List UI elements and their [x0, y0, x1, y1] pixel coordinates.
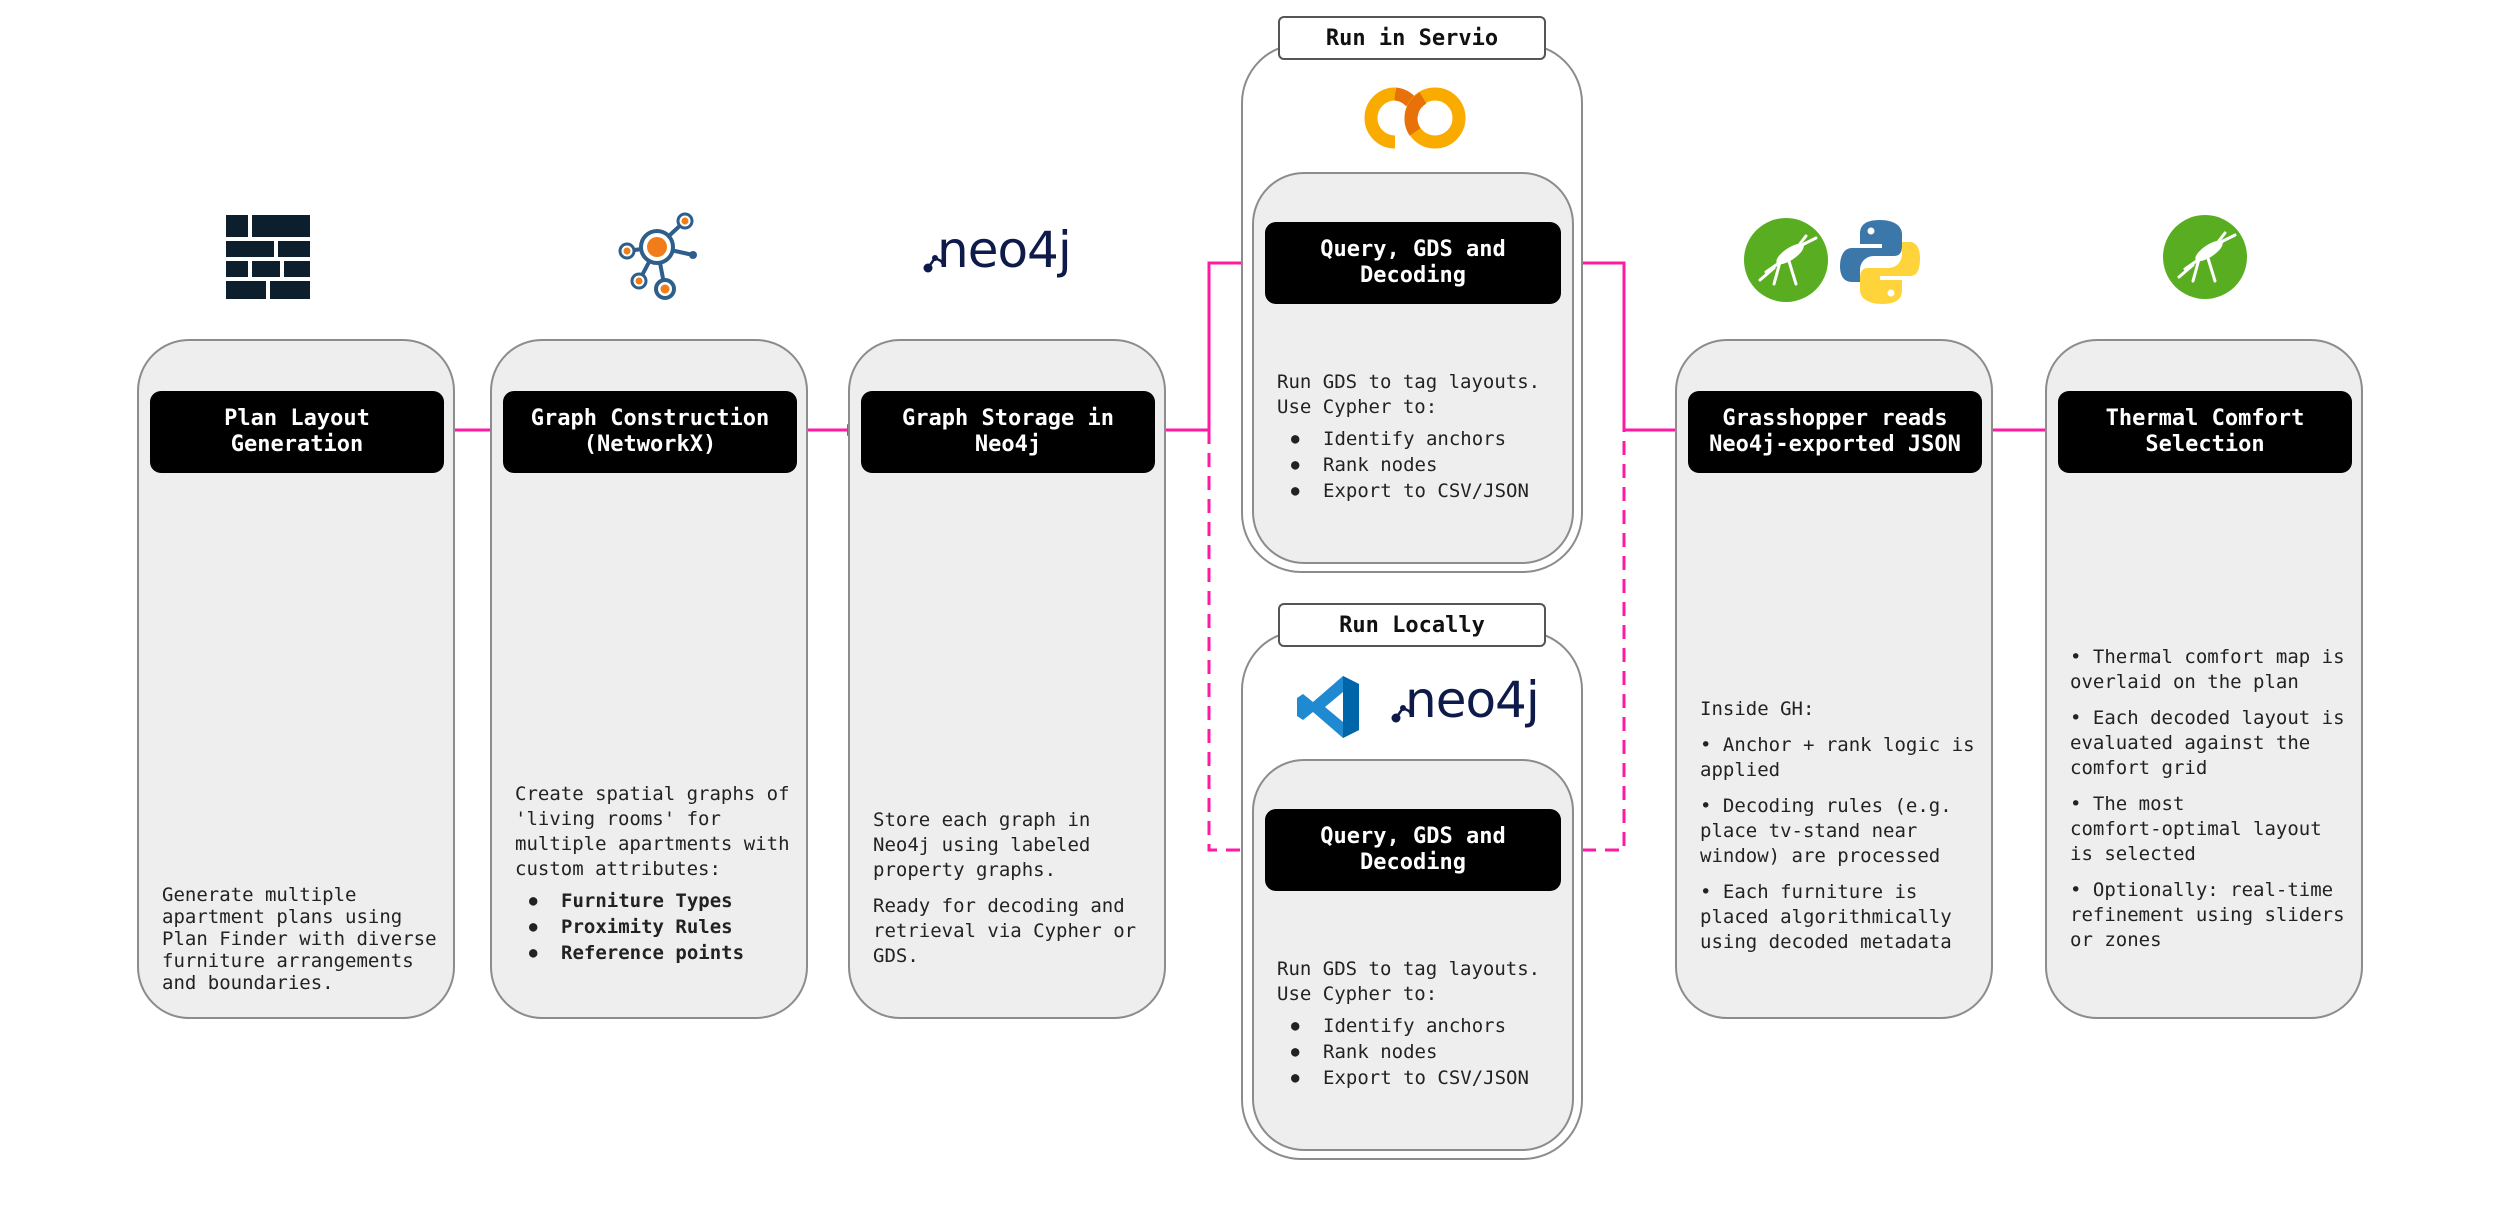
stage-header-plan: Plan Layout Generation	[150, 391, 444, 473]
stage-header-thermal: Thermal Comfort Selection	[2058, 391, 2352, 473]
servio-inner-card: Query, GDS and Decoding Run GDS to tag l…	[1252, 172, 1574, 564]
stage-body-thermal: • Thermal comfort map is overlaid on the…	[2070, 645, 2360, 953]
grasshopper-icon	[1744, 218, 1828, 302]
list-item: Export to CSV/JSON	[1277, 478, 1567, 504]
stage-paragraph: Generate multiple apartment plans using …	[162, 884, 437, 994]
neo4j-logo: neo4j	[923, 222, 1083, 282]
servio-steps: Identify anchors Rank nodes Export to CS…	[1277, 426, 1567, 504]
neo4j-logo-text: neo4j	[937, 221, 1072, 279]
python-icon	[1840, 220, 1920, 304]
list-item: Reference points	[515, 940, 805, 966]
colab-icon	[1364, 87, 1466, 149]
stage-body-storage: Store each graph in Neo4j using labeled …	[873, 808, 1163, 969]
list-item: Identify anchors	[1277, 1013, 1567, 1039]
grid-blocks-icon	[226, 215, 310, 299]
arrow-servio-to-grasshopper	[1559, 261, 1691, 436]
list-item: Rank nodes	[1277, 1039, 1567, 1065]
servio-body: Run GDS to tag layouts. Use Cypher to: I…	[1277, 370, 1567, 504]
stage-paragraph: • The most comfort-optimal layout is sel…	[2070, 793, 2322, 865]
neo4j-logo-text: neo4j	[1405, 671, 1540, 729]
stage-card-storage: Graph Storage in Neo4j Store each graph …	[848, 339, 1166, 1019]
neo4j-graph-glyph	[1391, 705, 1414, 723]
attribute-list: Furniture Types Proximity Rules Referenc…	[515, 888, 805, 966]
run-option-local: neo4j Query, GDS and Decoding Run GDS to…	[1241, 630, 1583, 1160]
stage-paragraph: Inside GH:	[1700, 698, 1815, 720]
neo4j-logo: neo4j	[1391, 672, 1551, 732]
list-item: Proximity Rules	[515, 914, 805, 940]
stage-card-grasshopper: Grasshopper reads Neo4j-exported JSON In…	[1675, 339, 1993, 1019]
list-item: Rank nodes	[1277, 452, 1567, 478]
stage-header-graph: Graph Construction (NetworkX)	[503, 391, 797, 473]
list-item: Identify anchors	[1277, 426, 1567, 452]
stage-body-graph: Create spatial graphs of 'living rooms' …	[515, 782, 805, 966]
neo4j-graph-glyph	[923, 255, 946, 273]
stage-card-thermal: Thermal Comfort Selection • Thermal comf…	[2045, 339, 2363, 1019]
local-body: Run GDS to tag layouts. Use Cypher to: I…	[1277, 957, 1567, 1091]
stage-card-graph: Graph Construction (NetworkX) Create spa…	[490, 339, 808, 1019]
grasshopper-icon	[2163, 215, 2247, 299]
stage-paragraph: • Decoding rules (e.g. place tv-stand ne…	[1700, 795, 1952, 867]
list-item: Furniture Types	[515, 888, 805, 914]
stage-paragraph: Ready for decoding and retrieval via Cyp…	[873, 895, 1137, 967]
run-option-servio: Query, GDS and Decoding Run GDS to tag l…	[1241, 43, 1583, 573]
local-intro: Run GDS to tag layouts. Use Cypher to:	[1277, 958, 1541, 1005]
networkx-icon	[618, 212, 697, 300]
arrow-storage-to-local	[1207, 430, 1268, 856]
local-steps: Identify anchors Rank nodes Export to CS…	[1277, 1013, 1567, 1091]
stage-body-plan: Generate multiple apartment plans using …	[162, 884, 452, 994]
stage-paragraph: • Each decoded layout is evaluated again…	[2070, 707, 2345, 779]
stage-paragraph: • Anchor + rank logic is applied	[1700, 734, 1975, 781]
local-header: Query, GDS and Decoding	[1265, 809, 1561, 891]
stage-header-grasshopper: Grasshopper reads Neo4j-exported JSON	[1688, 391, 1982, 473]
stage-paragraph: • Thermal comfort map is overlaid on the…	[2070, 646, 2345, 693]
run-in-servio-label: Run in Servio	[1278, 16, 1546, 60]
run-locally-label: Run Locally	[1278, 603, 1546, 647]
servio-intro: Run GDS to tag layouts. Use Cypher to:	[1277, 371, 1541, 418]
list-item: Export to CSV/JSON	[1277, 1065, 1567, 1091]
arrow-local-to-grasshopper	[1559, 430, 1626, 852]
stage-body-grasshopper: Inside GH: • Anchor + rank logic is appl…	[1700, 697, 1990, 955]
stage-card-plan: Plan Layout Generation Generate multiple…	[137, 339, 455, 1019]
stage-paragraph: • Optionally: real-time refinement using…	[2070, 879, 2345, 951]
vscode-icon	[1297, 676, 1359, 738]
stage-paragraph: Create spatial graphs of 'living rooms' …	[515, 783, 790, 880]
local-inner-card: Query, GDS and Decoding Run GDS to tag l…	[1252, 759, 1574, 1151]
stage-header-storage: Graph Storage in Neo4j	[861, 391, 1155, 473]
servio-header: Query, GDS and Decoding	[1265, 222, 1561, 304]
arrow-storage-to-servio	[1154, 257, 1268, 432]
stage-paragraph: • Each furniture is placed algorithmical…	[1700, 881, 1952, 953]
stage-paragraph: Store each graph in Neo4j using labeled …	[873, 809, 1091, 881]
